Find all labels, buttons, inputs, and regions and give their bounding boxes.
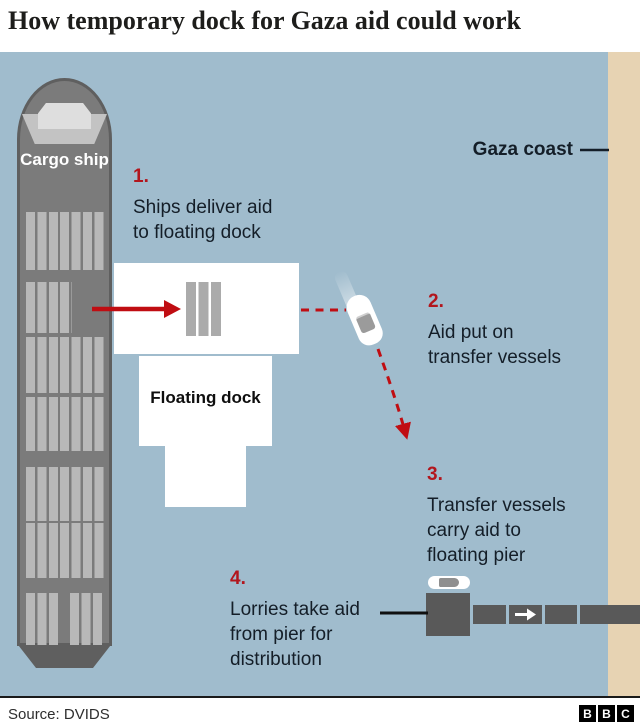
step-3-text: carry aid to — [427, 520, 521, 541]
floating-dock-platform — [114, 263, 299, 354]
bbc-logo-letter: B — [579, 705, 596, 722]
cargo-ship: Cargo ship — [17, 78, 112, 646]
causeway-segment — [545, 605, 577, 624]
step-3-text: Transfer vessels — [427, 495, 566, 516]
page-title: How temporary dock for Gaza aid could wo… — [8, 6, 521, 35]
step-4-text: distribution — [230, 649, 322, 670]
transfer-vessel-boat — [342, 291, 387, 349]
step-3: 3. Transfer vessels carry aid to floatin… — [427, 462, 566, 568]
step-1-text: Ships deliver aid — [133, 197, 273, 218]
bbc-logo-letter: C — [617, 705, 634, 722]
step-3-text: floating pier — [427, 545, 526, 566]
container-row — [26, 523, 104, 578]
container-row — [26, 397, 104, 451]
cargo-ship-label: Cargo ship — [20, 150, 109, 169]
container-row — [26, 467, 104, 521]
source-credit: Source: DVIDS — [8, 706, 110, 723]
causeway-segment — [473, 605, 506, 624]
ship-bridge-top — [38, 103, 91, 129]
container-row — [26, 593, 60, 645]
step-2-number: 2. — [428, 291, 444, 312]
step-4-number: 4. — [230, 568, 246, 589]
bbc-logo: B B C — [579, 705, 634, 722]
step-1: 1. Ships deliver aid to floating dock — [133, 164, 272, 245]
container-row — [26, 337, 104, 393]
floating-dock-label: Floating dock — [150, 388, 261, 407]
container-row — [70, 593, 104, 645]
gaza-coast-strip — [608, 52, 640, 696]
step-4-text: from pier for — [230, 624, 333, 645]
step-2-text: Aid put on — [428, 322, 514, 343]
dock-cargo-bars — [186, 282, 222, 336]
step-3-number: 3. — [427, 464, 443, 485]
boat-cabin — [355, 311, 377, 334]
step-4-text: Lorries take aid — [230, 599, 360, 620]
step-2: 2. Aid put on transfer vessels — [428, 289, 561, 370]
step-1-number: 1. — [133, 166, 149, 187]
container-row — [26, 282, 72, 333]
bbc-logo-letter: B — [598, 705, 615, 722]
pier-boat — [428, 576, 470, 589]
step-1-text: to floating dock — [133, 222, 261, 243]
diagram-area: Cargo ship Floating dock — [0, 52, 640, 696]
step-4: 4. Lorries take aid from pier for distri… — [230, 566, 360, 672]
causeway-arrow-icon — [515, 608, 536, 621]
pier-boat-cabin — [439, 578, 459, 587]
floating-dock-body: Floating dock — [139, 356, 272, 446]
vessel-to-pier-arrow — [376, 348, 411, 440]
causeway-segment — [580, 605, 640, 624]
floating-dock-tail — [165, 446, 246, 507]
container-row — [26, 212, 104, 270]
step-2-text: transfer vessels — [428, 347, 562, 368]
floating-pier-head — [426, 593, 470, 636]
causeway-segment — [509, 605, 542, 624]
ship-stern — [18, 646, 111, 668]
gaza-coast-label: Gaza coast — [472, 139, 573, 160]
footer: Source: DVIDS B B C — [0, 696, 640, 728]
